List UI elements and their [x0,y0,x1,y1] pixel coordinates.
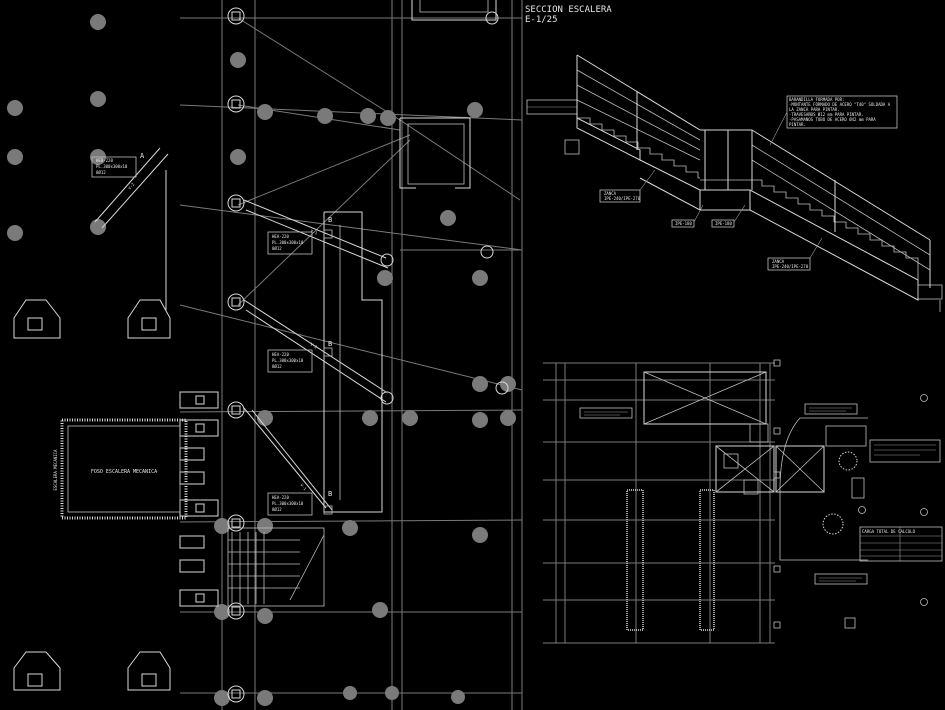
mark-a: A [140,152,145,160]
detail-plan: CARGA TOTAL DE CALCULO [543,359,943,644]
section-title: SECCION ESCALERA [525,5,612,15]
handrail-note-4: -TRAVESAÑOS Ø12 mm PARA PINTAR. [789,112,864,117]
heb-label-1-line2: PL.300x300x10 [96,164,128,169]
stair-section: SECCION ESCALERA E-1/25 B [525,5,943,312]
beams [94,147,389,511]
escalator-pit: FOSO ESCALERA MECANICA ESCALERA MECANICA [53,418,188,520]
handrail-note-2: -MONTANTE FORMADO DE ACERO "T40" SOLDADA… [789,102,891,107]
handrail-note-1: BARANDILLA FORMADA POR: [789,97,844,102]
heb-label-3-line1: HEA-220 [272,352,289,357]
stair-plate [323,0,497,513]
ipe-label-1: IPE-180 [675,221,692,226]
mark-b-1: B [328,216,332,224]
load-table-title: CARGA TOTAL DE CALCULO [862,529,916,534]
load-table [859,526,943,562]
mark-b-2: B [328,340,332,348]
escalator-pit-label: FOSO ESCALERA MECANICA [91,469,157,475]
hatch-circle-2 [822,513,844,535]
handrail-note-3: LA ZANCA PARA PINTAR. [789,107,840,112]
escalator-pit-vertical-label: ESCALERA MECANICA [53,449,58,491]
zanca-a-line2: IPE-240/IPE-270 [604,196,641,201]
section-scale: E-1/25 [525,15,558,25]
heb-label-1-line1: HEB-220 [96,158,113,163]
stair-steps-plan [227,527,325,607]
hatch-circle-1 [838,451,858,471]
heb-label-3-line2: PL.300x300x10 [272,358,304,363]
heb-label-4-line1: HEA-220 [272,495,289,500]
column-markers [7,14,516,706]
heb-label-2-line2: PL.300x300x10 [272,240,304,245]
anchor-plates [13,299,219,691]
heb-label-1-line3: 8Ø12 [96,170,106,175]
heb-label-2-line1: HEA-220 [272,234,289,239]
heb-label-4-line2: PL.300x300x10 [272,501,304,506]
beam-tag-4: V-1 [299,482,308,491]
beam-labels: HEB-220 PL.300x300x10 8Ø12 HEA-220 PL.30… [91,152,333,516]
heb-label-2-line3: 8Ø12 [272,246,282,251]
heb-label-4-line3: 8Ø12 [272,507,282,512]
handrail-note-6: PINTAR. [789,122,806,127]
handrail-note-5: -PASAMANOS TUBO DE ACERO Ø42 mm PARA [789,117,876,122]
beam-tag-3: V-2 [309,342,318,350]
zanca-a-line1: ZANCA [604,191,617,196]
beam-tag-2: V-1 [310,228,319,236]
heb-label-3-line3: 8Ø12 [272,364,282,369]
zanca-b-line2: IPE-240/IPE-270 [772,264,809,269]
column-symbols [227,7,509,703]
mark-b-3: B [328,490,332,498]
beam-tag-1: V-2 [127,181,136,190]
zanca-b-line1: ZANCA [772,259,785,264]
ipe-label-2: IPE-180 [715,221,732,226]
